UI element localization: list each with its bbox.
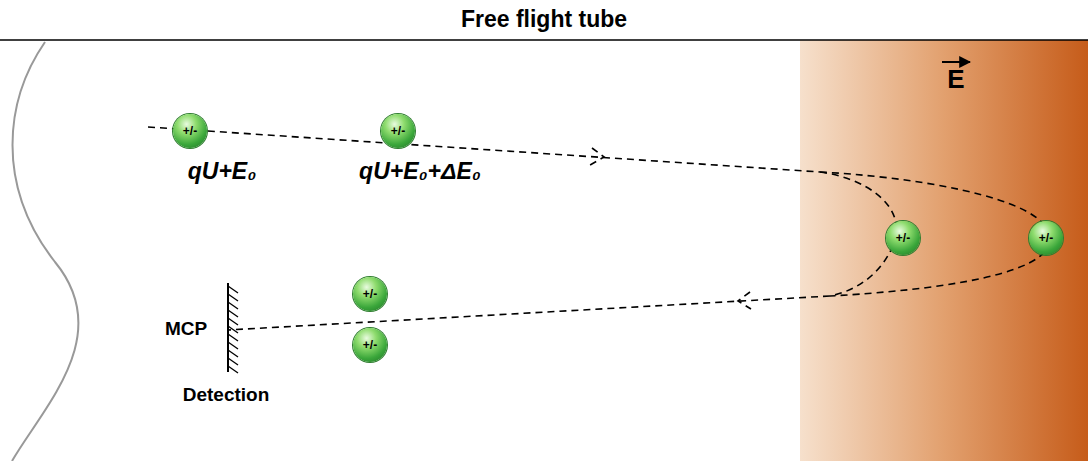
high-energy-turn — [820, 172, 1050, 296]
hatch-stroke — [228, 286, 238, 293]
charge-label: +/- — [183, 124, 197, 138]
title: Free flight tube — [461, 6, 627, 33]
hatch-stroke — [228, 342, 238, 349]
ion-sphere: +/- — [173, 114, 207, 148]
mcp-hatching — [228, 286, 238, 373]
hatch-stroke — [228, 334, 238, 341]
hatch-stroke — [228, 302, 238, 309]
hatch-stroke — [228, 294, 238, 301]
energy-label: qU+E₀+ΔE₀ — [359, 158, 481, 185]
low-energy-turn — [820, 172, 897, 296]
field-symbol: E — [947, 64, 964, 95]
ion-sphere: +/- — [353, 328, 387, 362]
hatch-stroke — [228, 318, 238, 325]
ion-sphere: +/- — [1029, 221, 1063, 255]
charge-label: +/- — [391, 124, 405, 138]
return-path — [228, 296, 830, 330]
hatch-stroke — [228, 350, 238, 357]
ion-sphere: +/- — [381, 114, 415, 148]
hatch-stroke — [228, 358, 238, 365]
tube-wall — [0, 39, 1088, 41]
hatch-stroke — [228, 366, 238, 373]
charge-label: +/- — [896, 231, 910, 245]
detector-label: MCP — [165, 318, 207, 340]
charge-label: +/- — [363, 287, 377, 301]
direction-chevron — [590, 148, 604, 165]
direction-chevron — [738, 292, 751, 309]
hatch-stroke — [228, 310, 238, 317]
ion-sphere: +/- — [886, 221, 920, 255]
detector-label: Detection — [183, 384, 270, 406]
vector-arrow — [942, 61, 970, 63]
hatch-stroke — [228, 326, 238, 333]
tube-break — [12, 42, 78, 461]
energy-label: qU+E₀ — [188, 158, 257, 185]
charge-label: +/- — [1039, 231, 1053, 245]
reflectron-field — [800, 40, 1088, 461]
ion-sphere: +/- — [353, 277, 387, 311]
charge-label: +/- — [363, 338, 377, 352]
